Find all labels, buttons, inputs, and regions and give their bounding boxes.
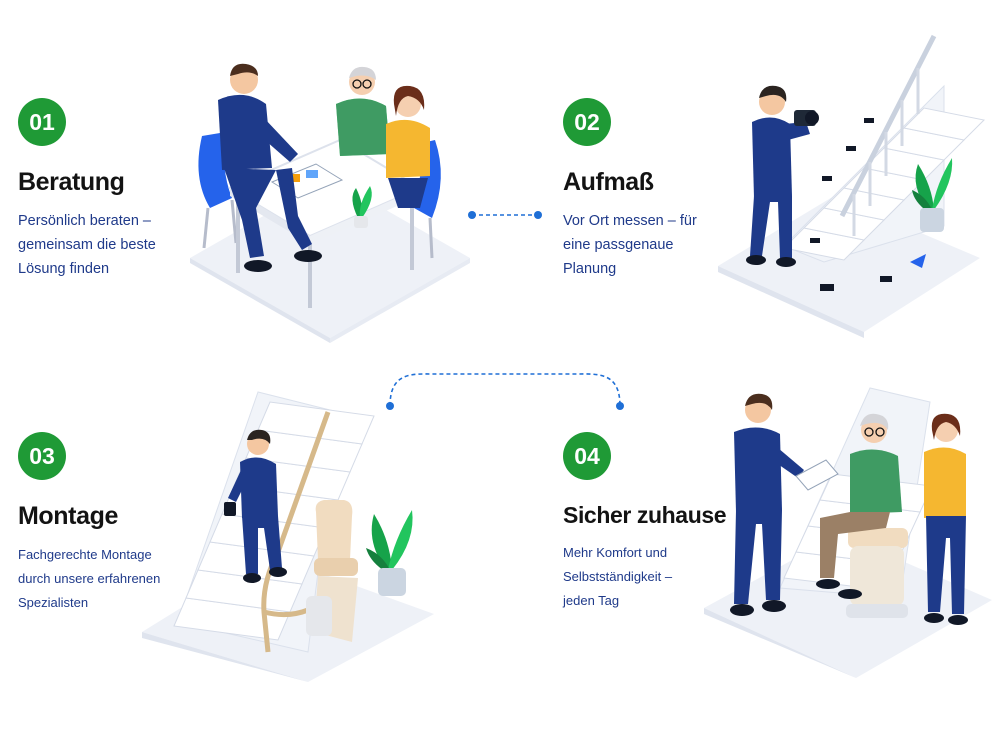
step-description: Persönlich beraten – gemeinsam die beste… — [18, 213, 156, 277]
step-number-badge: 04 — [563, 432, 611, 480]
measuring-illustration — [714, 26, 986, 338]
step-number-badge: 02 — [563, 98, 611, 146]
step-3: 03 Montage Fachgerechte Montage durch un… — [18, 432, 160, 615]
step-title: Beratung — [18, 168, 125, 196]
step-number-badge: 01 — [18, 98, 66, 146]
step-description: Vor Ort messen – für eine passgenaue Pla… — [563, 213, 697, 277]
installation-illustration — [138, 382, 438, 682]
step-description: Fachgerechte Montage durch unsere erfahr… — [18, 547, 161, 610]
step-4: 04 Sicher zuhause Mehr Komfort und Selbs… — [563, 432, 727, 613]
step-1: 01 Beratung Persönlich beraten – gemeins… — [18, 98, 156, 281]
step-2: 02 Aufmaß Vor Ort messen – für eine pass… — [563, 98, 697, 281]
step-title: Aufmaß — [563, 168, 654, 196]
consultation-illustration — [180, 58, 475, 343]
connector-1-2 — [468, 211, 542, 219]
step-number-badge: 03 — [18, 432, 66, 480]
connector-3-4 — [386, 373, 624, 410]
step-description: Mehr Komfort und Selbstständigkeit – jed… — [563, 545, 673, 608]
step-title: Sicher zuhause — [563, 502, 727, 528]
step-title: Montage — [18, 502, 118, 530]
safe-home-illustration — [700, 378, 996, 678]
